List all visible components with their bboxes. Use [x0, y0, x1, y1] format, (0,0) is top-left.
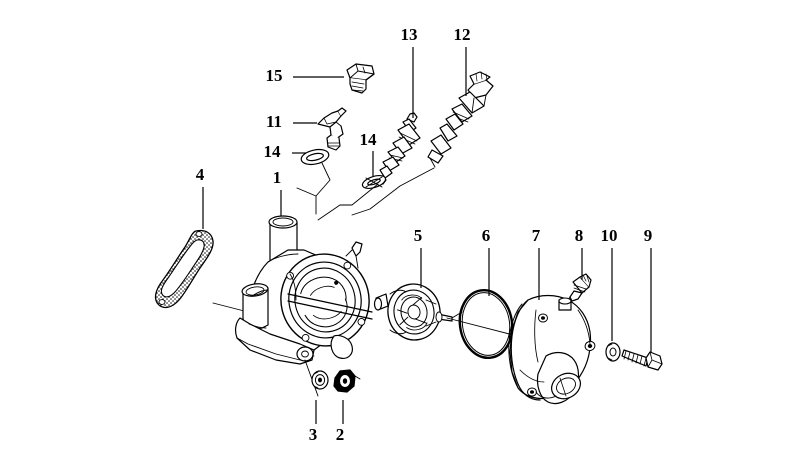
callout-12: 12	[454, 25, 471, 44]
part-o-ring-small-lower	[361, 174, 387, 190]
part-nut	[333, 369, 361, 393]
callout-15: 15	[266, 66, 283, 85]
callout-7: 7	[532, 226, 541, 245]
part-washer	[605, 342, 621, 362]
part-temperature-sensor	[377, 112, 421, 185]
callout-3: 3	[309, 425, 318, 444]
part-o-ring-small-upper	[300, 148, 330, 166]
part-thermostat-cover	[508, 294, 596, 405]
part-bleeder-screw	[565, 273, 592, 305]
part-gasket	[154, 229, 214, 309]
callout-2: 2	[336, 425, 345, 444]
callout-1: 1	[273, 168, 282, 187]
callout-numbers: 15 11 14 1 4 13 12 14 5 6 7 8 10 9 3 2	[196, 25, 653, 444]
part-washer-small	[311, 370, 329, 390]
part-screw-plug	[346, 63, 375, 94]
callout-6: 6	[482, 226, 491, 245]
callout-4: 4	[196, 165, 205, 184]
part-water-hose-housing	[234, 215, 373, 365]
callout-9: 9	[644, 226, 653, 245]
assembly-leader-wires	[296, 162, 435, 221]
callout-14-upper: 14	[264, 142, 282, 161]
part-temperature-sensor-long	[427, 71, 494, 168]
part-o-ring-large	[451, 288, 514, 360]
part-hex-bolt	[621, 349, 663, 371]
part-thermostat	[373, 283, 453, 341]
part-temperature-switch	[317, 107, 347, 151]
nut-leader	[304, 359, 319, 397]
callout-8: 8	[575, 226, 584, 245]
callout-10: 10	[601, 226, 618, 245]
callout-14-lower: 14	[360, 130, 378, 149]
callout-13: 13	[401, 25, 418, 44]
callout-leaders	[202, 47, 652, 424]
callout-11: 11	[266, 112, 282, 131]
callout-5: 5	[414, 226, 423, 245]
